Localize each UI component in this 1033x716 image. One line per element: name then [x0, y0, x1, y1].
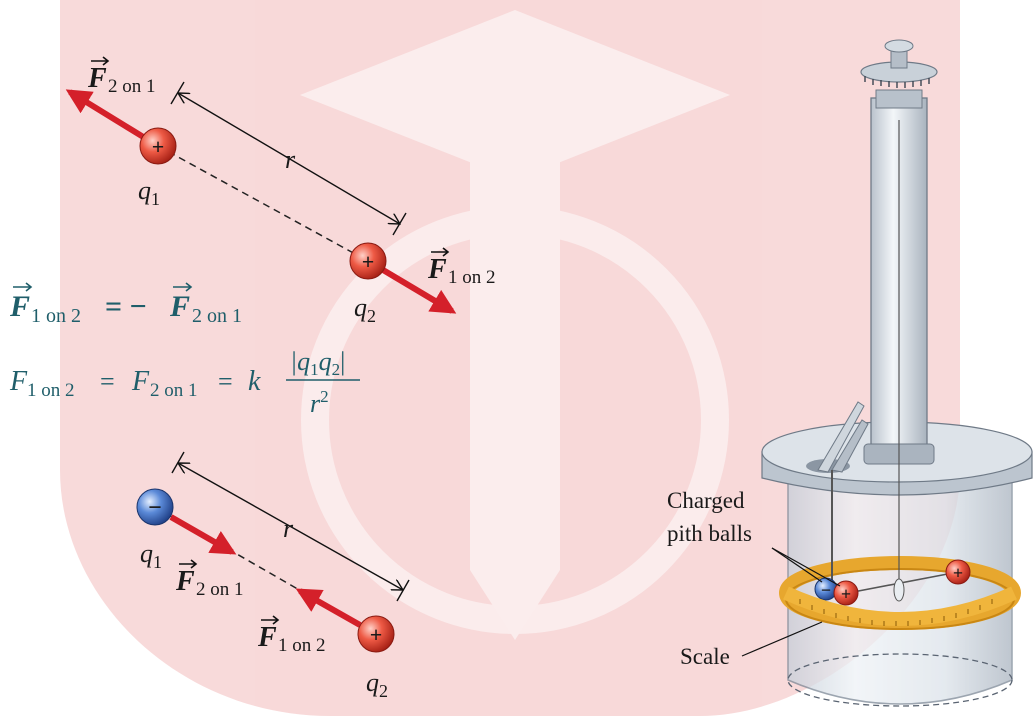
bottom-q1-label: q1	[140, 539, 162, 572]
torsion-balance: − + + Charged pith balls Scale	[667, 39, 1033, 707]
top-distance-label: r	[285, 145, 296, 174]
equation-magnitude: F 1 on 2 = F 2 on 1 = k |q1q2| r2	[9, 347, 360, 418]
top-distance-tick-right	[392, 212, 407, 236]
pith-ball-negative-sign: −	[821, 580, 831, 600]
leader-scale	[741, 621, 823, 657]
watermark-pillar	[470, 150, 560, 570]
svg-text:F: F	[175, 566, 195, 597]
bottom-charge-q1-sign: −	[148, 495, 162, 521]
svg-text:F: F	[9, 290, 30, 323]
leader-pith-balls	[771, 547, 823, 583]
pith-ball-positive-fixed	[833, 580, 859, 606]
pith-ball-positive-far-sign: +	[953, 563, 963, 583]
svg-text:=: =	[218, 367, 233, 396]
vector-arrow-icon	[173, 282, 193, 292]
svg-text:F: F	[9, 366, 28, 397]
svg-text:2 on 1: 2 on 1	[196, 579, 244, 600]
vector-arrow-icon	[261, 615, 280, 625]
top-force-2on1-label: F 2 on 1	[87, 56, 156, 97]
vector-arrow-icon	[431, 247, 450, 257]
bottom-charge-q2	[357, 615, 395, 653]
counterweight	[893, 578, 905, 602]
bottom-force-1on2-arrow	[295, 588, 362, 628]
bottom-distance-tick-right	[396, 579, 410, 602]
top-charge-q1	[139, 127, 177, 165]
equation-vector: F 1 on 2 = − F 2 on 1	[9, 282, 242, 327]
tube-head-collar	[875, 89, 923, 109]
vector-arrow-icon	[13, 282, 33, 292]
svg-text:F: F	[169, 290, 190, 323]
top-force-1on2-label: F 1 on 2	[427, 247, 496, 288]
vector-arrow-icon	[179, 559, 198, 569]
apparatus-cylinder-base	[787, 653, 1013, 707]
bottom-force-1on2-label: F 1 on 2	[257, 615, 326, 656]
bottom-force-2on1-arrow	[169, 514, 237, 555]
label-scale: Scale	[680, 644, 730, 669]
bottom-distance-tick-left	[171, 451, 185, 474]
bottom-force-2on1-label: F 2 on 1	[175, 559, 244, 600]
pith-ball-positive-fixed-sign: +	[841, 584, 851, 604]
label-pith-balls: pith balls	[667, 521, 752, 546]
bottom-charge-pair: r − + q1 q2 F 2 on 1 F 1 on 2	[136, 451, 410, 701]
svg-text:= −: = −	[105, 290, 147, 323]
top-charge-q1-sign: +	[152, 134, 165, 159]
svg-text:F: F	[131, 366, 150, 397]
label-charged: Charged	[667, 488, 745, 513]
top-distance-arrow	[178, 93, 400, 224]
svg-text:=: =	[100, 367, 115, 396]
svg-text:r2: r2	[310, 387, 329, 418]
svg-text:1 on 2: 1 on 2	[448, 267, 496, 288]
bottom-q2-label: q2	[366, 668, 388, 701]
svg-text:1 on 2: 1 on 2	[278, 635, 326, 656]
svg-text:F: F	[87, 63, 107, 94]
scale-ring-ticks	[799, 599, 993, 626]
top-distance-tick-left	[170, 81, 185, 105]
torsion-dial-ticks	[864, 76, 930, 88]
apparatus-pointer	[817, 401, 865, 473]
top-q2-label: q2	[354, 293, 376, 326]
top-charge-pair: r + + q1 q2 F 2 on 1 F 1 on 2	[65, 56, 496, 326]
watermark-cap-icon	[300, 10, 730, 180]
svg-text:2 on 1: 2 on 1	[192, 305, 242, 327]
svg-text:k: k	[248, 366, 261, 397]
top-q1-label: q1	[138, 176, 160, 209]
vector-arrow-icon	[91, 56, 110, 66]
top-charge-q2	[349, 242, 387, 280]
bottom-charge-q1	[136, 488, 174, 526]
svg-text:|q1q2|: |q1q2|	[290, 347, 345, 379]
bottom-distance-label: r	[283, 514, 294, 543]
pith-ball-positive-far	[945, 559, 971, 585]
top-charge-q2-sign: +	[362, 249, 375, 274]
svg-text:F: F	[427, 254, 447, 285]
scale-ring-front	[783, 586, 1017, 626]
svg-text:2 on 1: 2 on 1	[150, 380, 198, 401]
svg-text:1 on 2: 1 on 2	[31, 305, 81, 327]
svg-text:F: F	[257, 622, 277, 653]
svg-text:1 on 2: 1 on 2	[27, 380, 75, 401]
watermark-pencil-tip	[470, 570, 560, 640]
bottom-distance-arrow	[178, 463, 403, 590]
torsion-knob-icon	[884, 39, 914, 53]
svg-text:2 on 1: 2 on 1	[108, 76, 156, 97]
bottom-charge-q2-sign: +	[370, 622, 383, 647]
leader-pith-balls-2	[771, 547, 841, 587]
